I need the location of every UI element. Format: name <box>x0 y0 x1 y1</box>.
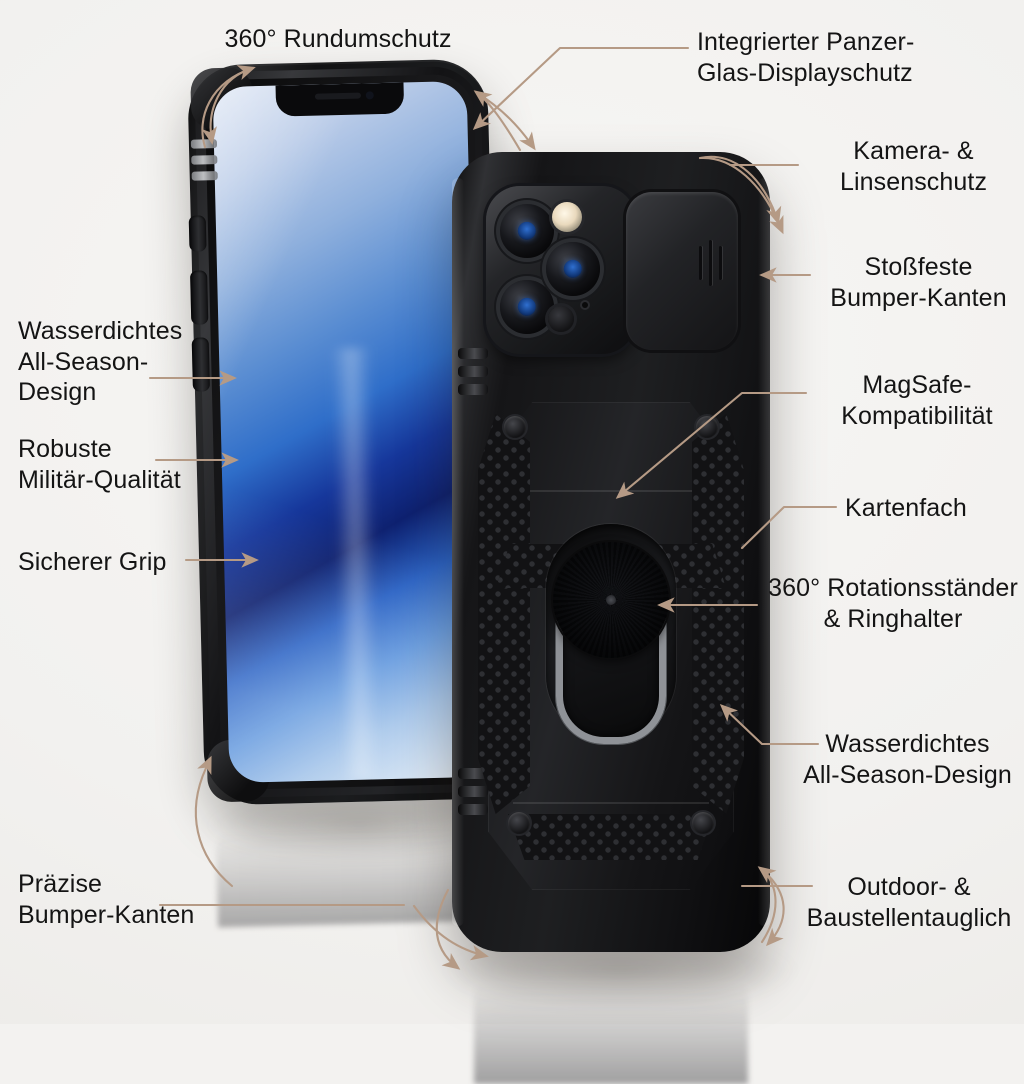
grip-rib <box>458 804 488 815</box>
camera-lens <box>546 242 600 296</box>
screw-accent <box>508 812 530 834</box>
feature-label-rotationsstaender: 360° Rotationsständer & Ringhalter <box>768 574 1018 633</box>
slider-grip-ridge <box>719 246 722 280</box>
leader-kartenfach <box>740 505 838 550</box>
feature-label-kartenfach: Kartenfach <box>845 494 967 522</box>
leader-panzerglas <box>472 46 690 131</box>
screw-accent <box>504 416 526 438</box>
rugged-case-back <box>452 152 770 1084</box>
slider-grip-ridge <box>709 240 712 286</box>
leader-praezise-arc-down <box>412 904 489 961</box>
camera-lens <box>500 204 554 258</box>
feature-label-magsafe: MagSafe- Kompatibilität <box>841 371 993 430</box>
leader-bottom-arc <box>435 888 461 970</box>
kickstand-disc[interactable] <box>553 542 669 658</box>
feature-label-grip: Sicherer Grip <box>18 548 167 576</box>
honeycomb-texture-panel-bottom <box>508 814 714 860</box>
feature-label-outdoor: Outdoor- & Baustellentauglich <box>806 873 1012 932</box>
camera-slider-cover[interactable] <box>626 192 738 350</box>
grip-rib <box>458 384 488 395</box>
leader-outdoor-arc-down <box>758 866 785 947</box>
feature-label-rundumschutz: 360° Rundumschutz <box>224 25 452 53</box>
leader-glass-arc-down <box>474 90 536 151</box>
leader-kamera-arc-up <box>698 155 782 225</box>
ring-holder-recess <box>546 524 676 744</box>
leader-outdoor-arc-up <box>757 866 777 944</box>
leader-magsafe <box>615 391 808 499</box>
honeycomb-texture-panel-right <box>692 414 744 814</box>
feature-label-kameraschutz: Kamera- & Linsenschutz <box>839 137 988 196</box>
microphone-hole <box>582 302 588 308</box>
feature-label-militaer: Robuste Militär-Qualität <box>18 435 181 494</box>
camera-lens <box>500 280 554 334</box>
feature-label-praezise-bumper: Präzise Bumper-Kanten <box>18 870 195 929</box>
leader-rundumschutz-down <box>201 66 255 145</box>
leader-lines <box>148 46 838 970</box>
camera-island <box>486 186 636 354</box>
bumper-edge-highlight-left <box>452 178 464 926</box>
leader-praezise-arc-up <box>194 755 234 888</box>
camera-flash <box>552 202 582 232</box>
grip-rib <box>458 348 488 359</box>
screw-accent <box>692 812 714 834</box>
leader-wasser-rechts <box>719 703 820 746</box>
feature-label-wasserdicht-links: Wasserdichtes All-Season- Design <box>18 317 183 406</box>
bumper-edge-highlight-right <box>758 178 770 926</box>
infographic-canvas: 360° Rundumschutz Integrierter Panzer- Gl… <box>0 0 1024 1024</box>
grip-rib <box>458 768 488 779</box>
feature-label-panzerglas: Integrierter Panzer- Glas-Displayschutz <box>697 28 915 87</box>
feature-label-wasserdicht-rechts: Wasserdichtes All-Season-Design <box>803 730 1012 789</box>
slider-grip-ridge <box>699 246 702 280</box>
grip-rib <box>458 366 488 377</box>
screw-accent <box>696 416 718 438</box>
lidar-sensor <box>548 306 574 332</box>
feature-label-bumperkanten: Stoßfeste Bumper-Kanten <box>830 253 1007 312</box>
grip-rib <box>458 786 488 797</box>
honeycomb-texture-panel-left <box>478 414 530 814</box>
leader-kamera-arc-down <box>698 156 784 235</box>
